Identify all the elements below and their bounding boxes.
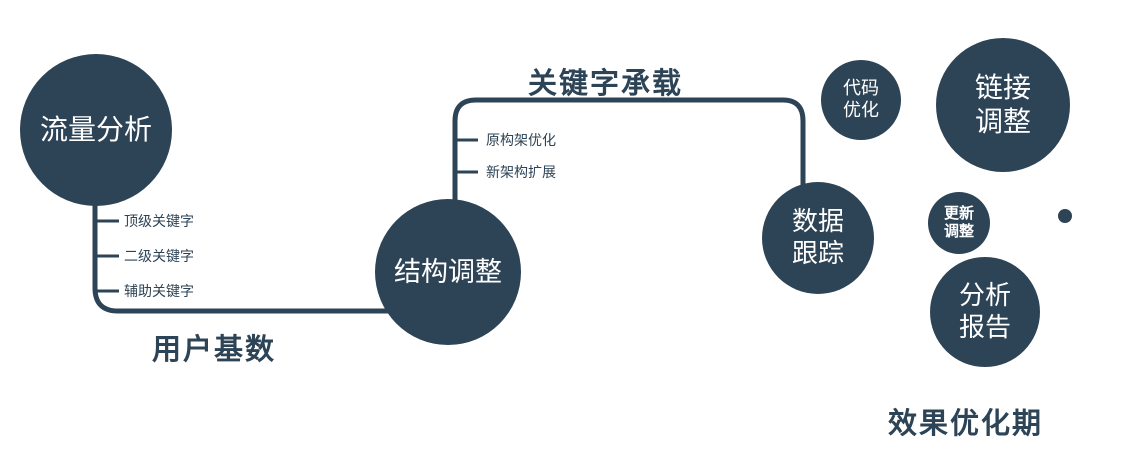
- edge-label-user-base: 用户基数: [152, 334, 277, 366]
- node-link-adjustment-line2: 调整: [974, 106, 1031, 137]
- node-code-optimization-line1: 代码: [843, 78, 879, 99]
- node-link-adjustment: 链接 调整: [936, 38, 1070, 172]
- node-code-optimization-line2: 优化: [843, 100, 879, 120]
- node-update-adjustment-line1: 更新: [943, 204, 974, 222]
- node-code-optimization: 代码 优化: [821, 60, 901, 140]
- node-data-tracking: 数据 跟踪: [762, 182, 874, 294]
- node-analysis-report-line1: 分析: [958, 280, 1011, 311]
- branch-label-top-keywords: 顶级关键字: [124, 213, 194, 229]
- node-traffic-analysis-label: 流量分析: [39, 113, 152, 145]
- branch-label-aux-keywords: 辅助关键字: [124, 283, 194, 299]
- node-update-adjustment-line2: 调整: [943, 223, 974, 240]
- edge-label-keyword-carrying: 关键字承载: [528, 68, 684, 100]
- branch-label-second-keywords: 二级关键字: [124, 248, 194, 264]
- node-data-tracking-line1: 数据: [791, 206, 844, 237]
- branch-label-new-architecture: 新架构扩展: [486, 164, 556, 180]
- bullet-dot: [1058, 209, 1072, 223]
- edge-user-base-path: [92, 188, 432, 314]
- node-data-tracking-line2: 跟踪: [791, 238, 844, 268]
- node-structure-adjustment-label: 结构调整: [394, 256, 502, 287]
- node-link-adjustment-line1: 链接: [974, 71, 1031, 103]
- node-update-adjustment: 更新 调整: [928, 192, 990, 254]
- caption-effect-optimization-period: 效果优化期: [888, 408, 1044, 440]
- node-structure-adjustment: 结构调整: [375, 199, 521, 345]
- branch-label-original-architecture: 原构架优化: [486, 132, 556, 148]
- node-analysis-report-line2: 报告: [958, 312, 1011, 342]
- node-analysis-report: 分析 报告: [930, 257, 1040, 367]
- node-traffic-analysis: 流量分析: [20, 54, 172, 206]
- edge-keyword-carrying-path: [452, 97, 806, 214]
